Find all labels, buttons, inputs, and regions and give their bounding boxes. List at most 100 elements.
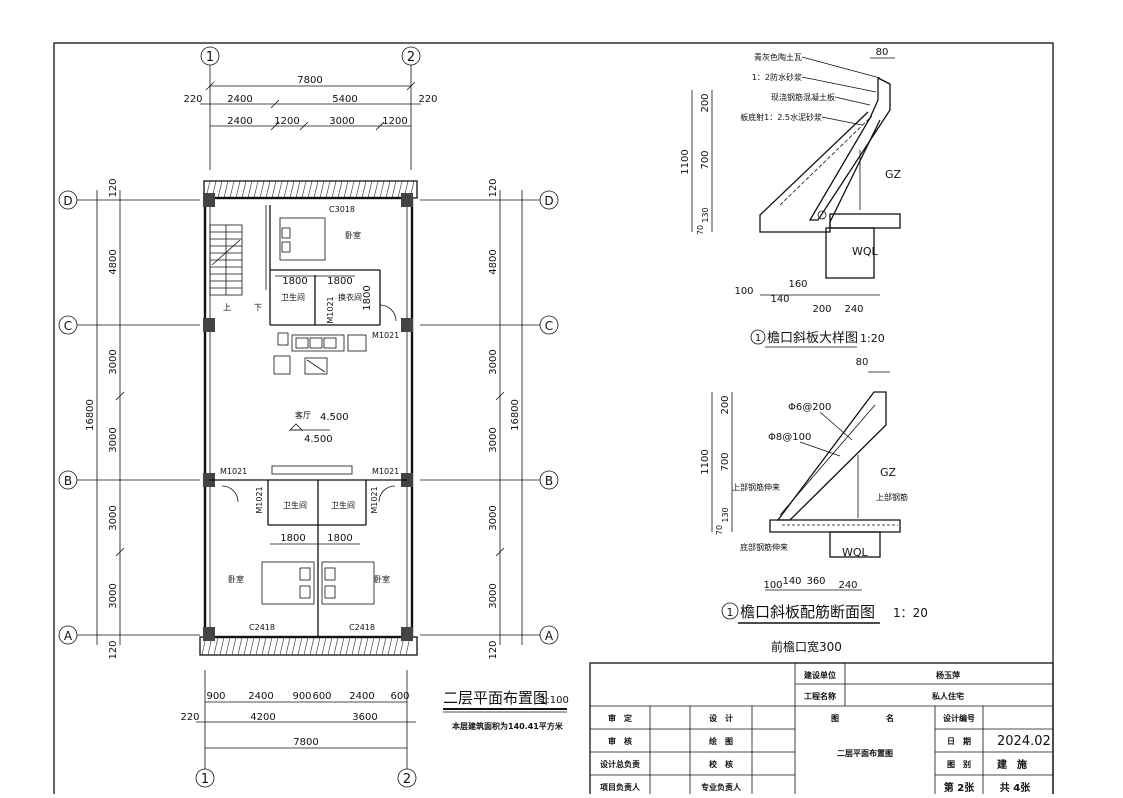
room-label-laundry: 换衣间 — [338, 292, 362, 302]
d2-dim-130: 130 — [721, 507, 730, 522]
callout-slab: 现浇钢筋混凝土板 — [771, 92, 835, 102]
dim-1800-top-a: 1800 — [282, 276, 307, 287]
axis-lines-right — [420, 190, 540, 645]
dim-top-edge-left: 220 — [183, 94, 202, 105]
elevation-2: 4.500 — [304, 434, 333, 445]
axis-label-A-left: A — [64, 629, 73, 643]
dim-top-sub-1: 2400 — [227, 116, 252, 127]
room-label-bath-left: 卫生间 — [283, 500, 307, 510]
axis-label-B-left: B — [64, 474, 72, 488]
axis-label-C-right: C — [545, 319, 553, 333]
columns — [203, 193, 413, 641]
bed-top — [279, 217, 326, 261]
dim-bottom-w1: 4200 — [250, 712, 275, 723]
door-label-B-right: M1021 — [372, 467, 399, 476]
dim-top-seg-b: 5400 — [332, 94, 357, 105]
bed-bottom-left — [261, 561, 315, 605]
plan-title: 二层平面布置图 — [443, 689, 548, 707]
sofa-set — [273, 332, 367, 375]
tb-shenhe: 审 核 — [608, 736, 632, 746]
dim-top-seg-a: 2400 — [227, 94, 252, 105]
dim-right-ba2: 3000 — [488, 583, 499, 608]
tb-total: 共 4张 — [1000, 781, 1031, 794]
dim-left-dc: 4800 — [108, 249, 119, 274]
tb-zongfuze: 设计总负责 — [600, 759, 640, 769]
tb-project-value: 私人住宅 — [931, 691, 964, 701]
door-swing-top — [379, 304, 397, 322]
room-label-living: 客厅 — [295, 410, 311, 420]
tb-unit-label: 建设单位 — [803, 670, 836, 680]
dim-bottom-edge: 220 — [180, 712, 199, 723]
pillow-br-1 — [324, 567, 336, 581]
title-block-frame — [589, 662, 1054, 798]
dim-left-ba: 3000 — [108, 505, 119, 530]
callout-tile: 青灰色陶土瓦 — [754, 52, 802, 62]
d1-wql: WQL — [852, 245, 879, 258]
d2-title: 檐口斜板配筋断面图 — [740, 603, 875, 621]
d2-rebar-main — [779, 404, 876, 516]
dim-bottom-d4: 600 — [312, 691, 331, 702]
elevation-1: 4.500 — [320, 412, 349, 423]
room-label-bath-top: 卫生间 — [281, 292, 305, 302]
d2-leader1 — [819, 411, 853, 441]
plan-scale: 1:100 — [540, 695, 569, 706]
d1-dim-160: 160 — [788, 279, 807, 290]
detail-2: 80 Φ6@200 Φ8@100 GZ 上部钢筋伸来 上部钢筋 底部钢筋伸来 W… — [700, 357, 928, 654]
dim-bottom-w2: 3600 — [352, 712, 377, 723]
d1-dim-130: 130 — [701, 207, 710, 222]
window-label-bottom-right: C2418 — [349, 623, 375, 632]
room-label-bedroom-right: 卧室 — [374, 574, 390, 584]
dim-1800-top-b: 1800 — [327, 276, 352, 287]
door-label-top: M1021 — [372, 331, 399, 340]
axis-lines-left — [77, 190, 200, 645]
dim-ticks-top — [205, 81, 416, 131]
d2-leader2 — [799, 441, 841, 457]
pillow-br-2 — [324, 585, 336, 599]
d2-scale: 1：20 — [893, 606, 928, 620]
d1-slab — [759, 111, 881, 233]
tb-sheji: 设 计 — [709, 713, 733, 723]
d1-dim-100: 100 — [734, 286, 753, 297]
dim-left-cb2: 3000 — [108, 427, 119, 452]
d2-upper: 上部钢筋 — [876, 492, 908, 502]
d2-upper-ext: 上部钢筋伸来 — [732, 482, 780, 492]
door-label-inner-top: M1021 — [326, 296, 335, 323]
door-label-bath-left: M1021 — [255, 486, 264, 513]
d1-beam — [829, 213, 901, 229]
eave-band-top — [203, 180, 418, 199]
dim-right-total: 16800 — [510, 399, 521, 431]
axis-label-A-right: A — [545, 629, 554, 643]
door-label-bath-right: M1021 — [370, 486, 379, 513]
d1-dim-700: 700 — [700, 150, 711, 169]
window-label-top: C3018 — [329, 205, 355, 214]
d2-rebar1: Φ6@200 — [788, 402, 831, 413]
axis-label-2-bottom: 2 — [403, 772, 411, 787]
tb-date-value: 2024.02 — [997, 734, 1051, 749]
door-swing-right — [378, 485, 396, 503]
dim-right-bottom-edge: 120 — [488, 640, 499, 659]
dim-bottom-d3: 900 — [292, 691, 311, 702]
dim-left-cb: 3000 — [108, 349, 119, 374]
pillow-bl-1 — [299, 567, 311, 581]
d1-rebar — [779, 115, 873, 206]
d2-dim-360: 360 — [806, 576, 825, 587]
axis-label-1-top: 1 — [206, 50, 214, 65]
d2-dim-700: 700 — [720, 452, 731, 471]
axis-label-1-bottom: 1 — [201, 772, 209, 787]
tb-tubie-label: 图 别 — [947, 760, 971, 769]
d2-marker-circle — [721, 602, 739, 620]
callout-mortar: 1：2防水砂浆 — [752, 72, 802, 82]
tb-sheet: 第 2张 — [944, 781, 975, 794]
dim-1800-bottom-a: 1800 — [280, 533, 305, 544]
d1-dim-top: 80 — [876, 47, 889, 58]
tb-project-label: 工程名称 — [804, 691, 836, 701]
d2-note: 前檐口宽300 — [771, 639, 842, 654]
dim-top-sub-4: 1200 — [382, 116, 407, 127]
dim-right-dc: 4800 — [488, 249, 499, 274]
axis-label-D-left: D — [63, 194, 72, 208]
dim-bottom-d6: 600 — [390, 691, 409, 702]
room-label-bedroom-left: 卧室 — [228, 574, 244, 584]
eave-hatch — [201, 180, 415, 656]
lower-bath-walls — [267, 480, 367, 637]
